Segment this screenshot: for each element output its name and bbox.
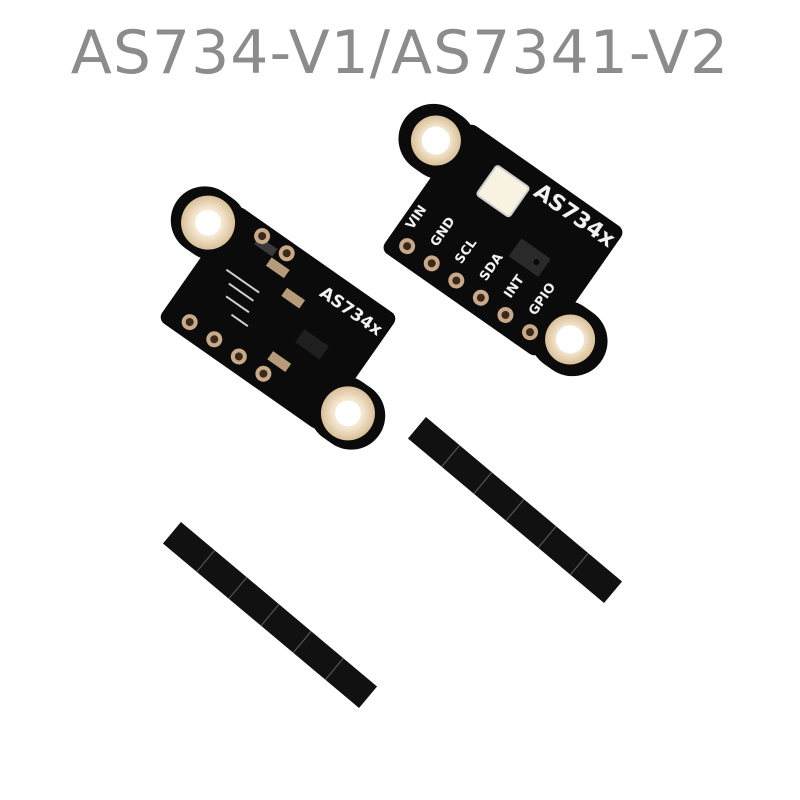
sensor-chip-icon — [509, 238, 551, 277]
mounting-hole-icon — [320, 386, 375, 441]
board-v1: AS734x — [160, 186, 396, 450]
capacitor-icon — [267, 351, 292, 372]
pin-row — [399, 238, 539, 341]
pin-header-left — [130, 519, 408, 712]
product-title: AS734-V1/AS7341-V2 — [70, 18, 730, 88]
mounting-hole-icon — [181, 195, 236, 250]
pin-header-right — [375, 414, 653, 607]
mounting-hole-icon — [410, 115, 461, 166]
capacitor-icon — [281, 287, 306, 309]
pin-row — [181, 314, 272, 382]
led-icon — [476, 165, 530, 218]
mounting-hole-icon — [545, 314, 596, 365]
chip-icon — [295, 329, 329, 360]
board-v2: AS734x VIN GND SCL SDA INT GPIO — [383, 103, 623, 377]
capacitor-icon — [265, 257, 290, 279]
